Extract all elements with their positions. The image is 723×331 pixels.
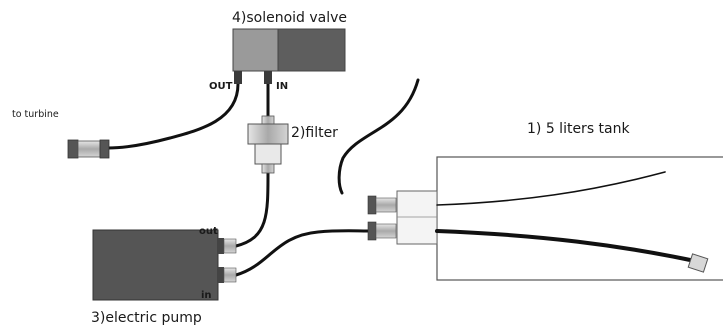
- pump-body: [92, 229, 219, 301]
- electric-pump: [92, 229, 237, 301]
- filter-label: 2)filter: [291, 125, 338, 141]
- turbine-tube: [106, 82, 240, 150]
- filter: [247, 115, 289, 174]
- valve-out-port: [234, 71, 242, 84]
- intake-strainer: [687, 253, 709, 273]
- to-turbine-label: to turbine: [12, 109, 59, 120]
- solenoid-valve-label: 4)solenoid valve: [232, 10, 347, 26]
- electric-pump-label: 3)electric pump: [91, 310, 202, 326]
- valve-left-block: [232, 28, 279, 72]
- return-tube: [337, 78, 420, 195]
- filter-to-pump-tube: [234, 170, 270, 248]
- tank-body: [436, 156, 723, 281]
- tank-inlet-block: [396, 190, 438, 245]
- tank-label: 1) 5 liters tank: [527, 121, 631, 137]
- tank: [396, 156, 723, 281]
- valve-out-label: OUT: [209, 81, 233, 92]
- valve-in-port: [264, 71, 272, 84]
- valve-right-block: [277, 28, 346, 72]
- turbine-connector: [67, 139, 110, 159]
- pump-out-label: out: [199, 226, 218, 237]
- tank-connectors: [367, 195, 709, 273]
- solenoid-valve: [232, 28, 346, 84]
- pump-intake-tube: [234, 229, 370, 277]
- filter-body: [247, 123, 289, 145]
- tank-internal-tube-upper: [436, 171, 666, 206]
- tubing: [106, 78, 702, 277]
- tank-internal-tube-lower: [435, 229, 702, 264]
- valve-in-label: IN: [276, 81, 288, 92]
- pump-in-label: in: [201, 290, 212, 301]
